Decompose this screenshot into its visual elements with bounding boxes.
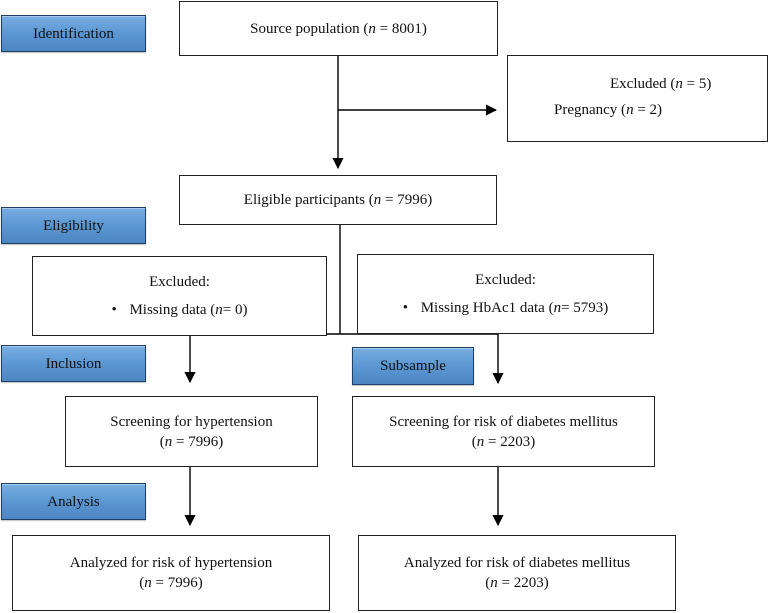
stage-identification-label: Identification <box>33 25 114 42</box>
analyzed-diabetes-title: Analyzed for risk of diabetes mellitus <box>403 555 631 571</box>
analyzed-diabetes-box: Analyzed for risk of diabetes mellitus (… <box>358 535 676 611</box>
stage-inclusion-label: Inclusion <box>45 355 102 372</box>
excluded-pregnancy-item: Pregnancy (n = 2) <box>554 102 663 118</box>
excluded-missing-data-title: Excluded: <box>149 274 210 290</box>
excluded-missing-hba1c-title: Excluded: <box>475 272 536 288</box>
source-population-text: Source population (n = 8001) <box>250 20 427 37</box>
stage-identification: Identification <box>1 15 146 52</box>
stage-eligibility: Eligibility <box>1 207 146 244</box>
stage-eligibility-label: Eligibility <box>43 217 104 234</box>
stage-analysis-label: Analysis <box>47 493 100 510</box>
analyzed-hypertension-count: (n = 7996) <box>139 575 203 591</box>
analyzed-diabetes-count: (n = 2203) <box>485 575 549 591</box>
excluded-pregnancy-box: Excluded (n = 5) Pregnancy (n = 2) <box>507 55 768 142</box>
screening-hypertension-count: (n = 7996) <box>159 433 224 450</box>
eligible-participants-box: Eligible participants (n = 7996) <box>179 175 497 225</box>
bullet-point: • <box>402 300 408 316</box>
excluded-missing-hba1c-box: Excluded: • Missing HbAc1 data (n = 5793… <box>357 254 654 334</box>
excluded-pregnancy-title: Excluded (n = 5) <box>610 76 712 92</box>
analyzed-hypertension-box: Analyzed for risk of hypertension (n = 7… <box>12 535 330 611</box>
excluded-missing-hba1c-item: • Missing HbAc1 data (n = 5793) <box>402 300 609 316</box>
screening-diabetes-box: Screening for risk of diabetes mellitus … <box>352 396 655 467</box>
stage-analysis: Analysis <box>1 483 146 520</box>
eligible-participants-text: Eligible participants (n = 7996) <box>243 192 433 208</box>
source-population-box: Source population (n = 8001) <box>179 1 498 56</box>
screening-diabetes-title: Screening for risk of diabetes mellitus <box>389 413 618 430</box>
excluded-missing-data-box: Excluded: • Missing data (n = 0) <box>32 256 327 336</box>
stage-subsample: Subsample <box>352 347 474 385</box>
stage-inclusion: Inclusion <box>1 345 146 382</box>
excluded-missing-data-item: • Missing data (n = 0) <box>111 302 248 318</box>
screening-hypertension-box: Screening for hypertension (n = 7996) <box>65 396 318 467</box>
analyzed-hypertension-title: Analyzed for risk of hypertension <box>69 555 273 571</box>
screening-diabetes-count: (n = 2203) <box>471 433 536 450</box>
stage-subsample-label: Subsample <box>380 358 446 374</box>
bullet-point: • <box>111 302 117 318</box>
screening-hypertension-title: Screening for hypertension <box>110 413 273 430</box>
